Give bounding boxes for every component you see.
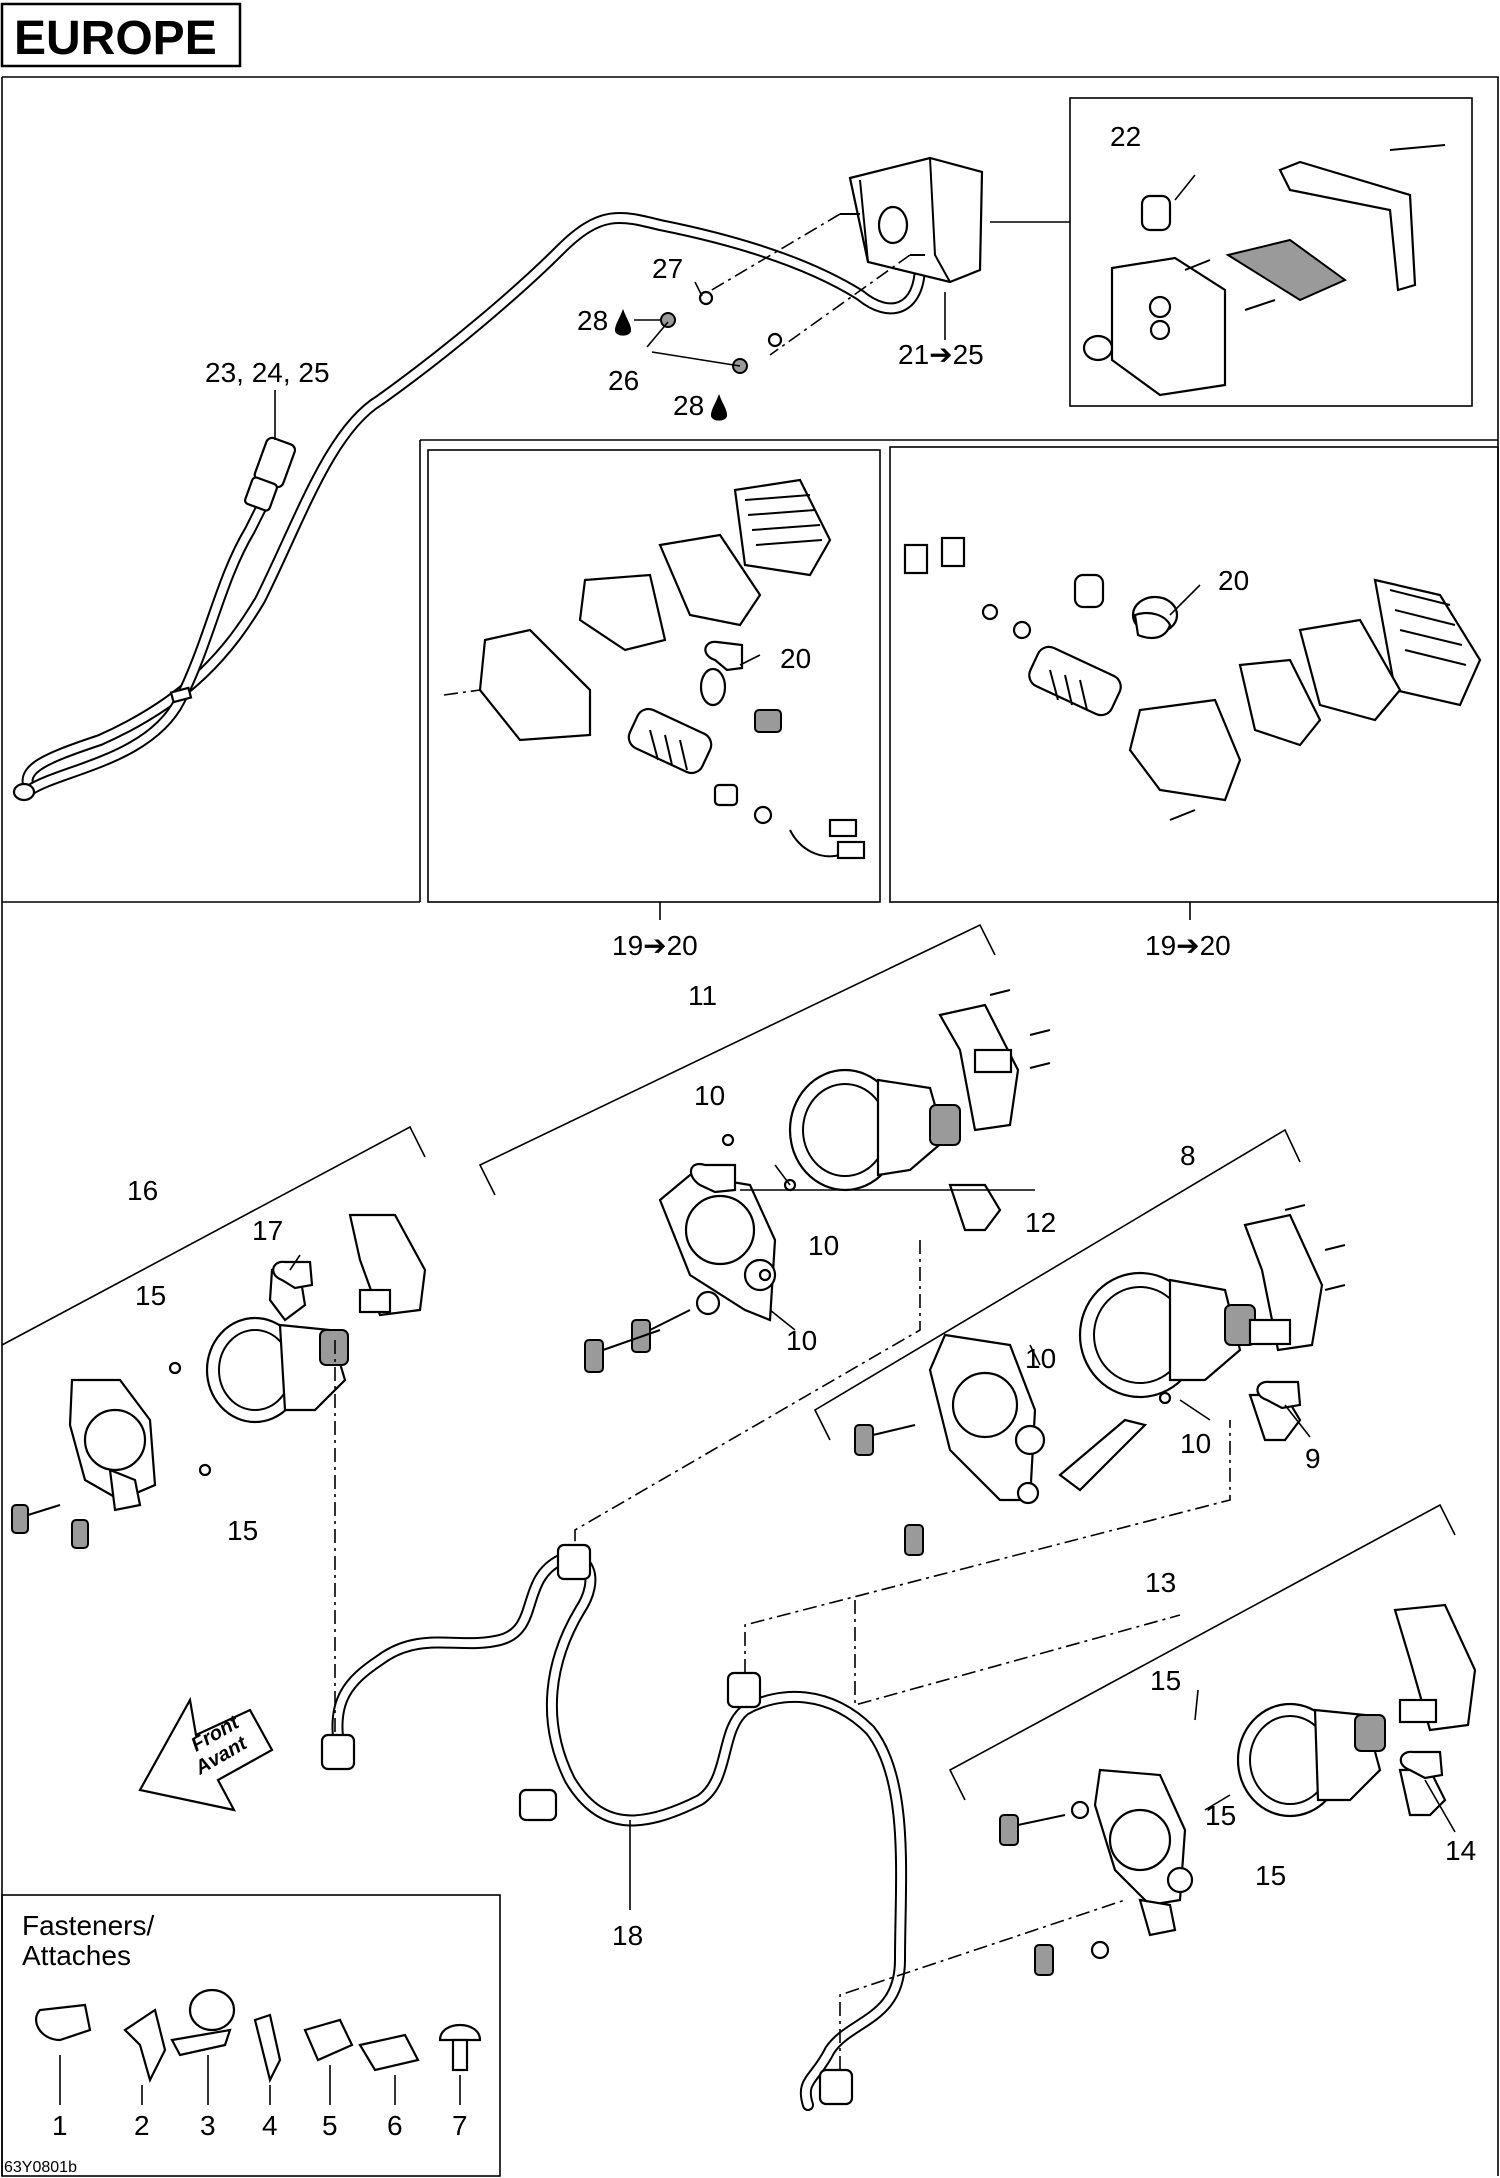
callout-15-d: 15 (1205, 1800, 1236, 1831)
callout-15-e: 15 (1255, 1860, 1286, 1891)
callout-1: 1 (52, 2110, 68, 2141)
callout-15-a: 15 (135, 1280, 166, 1311)
callout-12: 12 (1025, 1207, 1056, 1238)
liquid-drop-icon (710, 393, 728, 421)
callout-10-b: 10 (808, 1230, 839, 1261)
callout-21-25: 21➔25 (898, 339, 984, 370)
callout-7: 7 (452, 2110, 468, 2141)
tail-light-group (12, 97, 1473, 802)
callout-14: 14 (1445, 1835, 1476, 1866)
headlight-16 (11, 1213, 427, 1549)
bulb-9 (1256, 1380, 1302, 1410)
callout-22: 22 (1110, 121, 1141, 152)
callout-10-e: 10 (1180, 1428, 1211, 1459)
bulb-17 (272, 1260, 314, 1290)
upper-frame-lines (2, 439, 1498, 903)
main-frame (1, 76, 1499, 2176)
drawing-reference: 63Y0801b (4, 2159, 77, 2176)
callout-23-24-25: 23, 24, 25 (205, 357, 330, 388)
tail-lamp-exploded-box (1069, 97, 1473, 407)
bulb-20-left (704, 640, 744, 672)
tail-lamp-exploded (1082, 144, 1446, 397)
callout-9: 9 (1305, 1443, 1321, 1474)
callout-4: 4 (262, 2110, 278, 2141)
callout-20-right: 20 (1218, 565, 1249, 596)
headlight-8 (854, 1204, 1346, 1556)
callout-11: 11 (688, 980, 717, 1011)
turn-signal-right-parts (903, 536, 1482, 821)
callout-3: 3 (200, 2110, 216, 2141)
callout-20-left: 20 (780, 643, 811, 674)
turn-signal-left-box (427, 449, 881, 903)
bulbs (272, 611, 1444, 1780)
turn-signal-left-parts (443, 478, 866, 860)
callout-2: 2 (134, 2110, 150, 2141)
callout-6: 6 (387, 2110, 403, 2141)
turn-signal-right-box (889, 446, 1499, 903)
harness-connector (244, 436, 297, 512)
fasteners-title-line2: Attaches (22, 1940, 131, 1971)
headlight-13 (999, 1603, 1477, 1976)
bracket-8 (813, 1128, 1301, 1441)
callout-10-a: 10 (694, 1080, 725, 1111)
tail-lamp-housing (840, 156, 984, 284)
callout-18: 18 (612, 1920, 643, 1951)
bracket-13 (948, 1503, 1456, 1801)
callout-17: 17 (252, 1215, 283, 1246)
callout-5: 5 (322, 2110, 338, 2141)
callout-10-c: 10 (786, 1325, 817, 1356)
bulb-20-right (1133, 611, 1172, 640)
leader-lines (274, 281, 1456, 1833)
liquid-drop-icon (614, 308, 632, 336)
callout-8: 8 (1180, 1140, 1196, 1171)
callout-28-upper: 28 (577, 305, 608, 336)
callout-27: 27 (652, 253, 683, 284)
callout-19-20-left: 19➔20 (612, 930, 698, 961)
callout-labels: 23, 24, 25 27 28 26 28 21➔25 22 20 20 19… (52, 121, 1476, 2141)
callout-10-d: 10 (1025, 1343, 1056, 1374)
fasteners-title-line1: Fasteners/ (22, 1910, 154, 1941)
bracket-16 (1, 1125, 426, 1346)
page-title: EUROPE (14, 12, 217, 65)
bulb-12 (689, 1162, 737, 1194)
callout-19-20-right: 19➔20 (1145, 930, 1231, 961)
front-arrow-icon: Front Avant (138, 1696, 274, 1812)
title-box: EUROPE (0, 2, 242, 68)
bulb-14 (1399, 1750, 1444, 1780)
main-harness (320, 1240, 1231, 2111)
callout-13: 13 (1145, 1567, 1176, 1598)
headlight-11 (584, 989, 1051, 1373)
callout-15-c: 15 (1150, 1665, 1181, 1696)
callout-26: 26 (608, 365, 639, 396)
fasteners-box: Fasteners/ Attaches (1, 1894, 501, 2177)
callout-28-lower: 28 (673, 390, 704, 421)
callout-16: 16 (127, 1175, 158, 1206)
callout-15-b: 15 (227, 1515, 258, 1546)
bracket-11 (478, 923, 996, 1196)
